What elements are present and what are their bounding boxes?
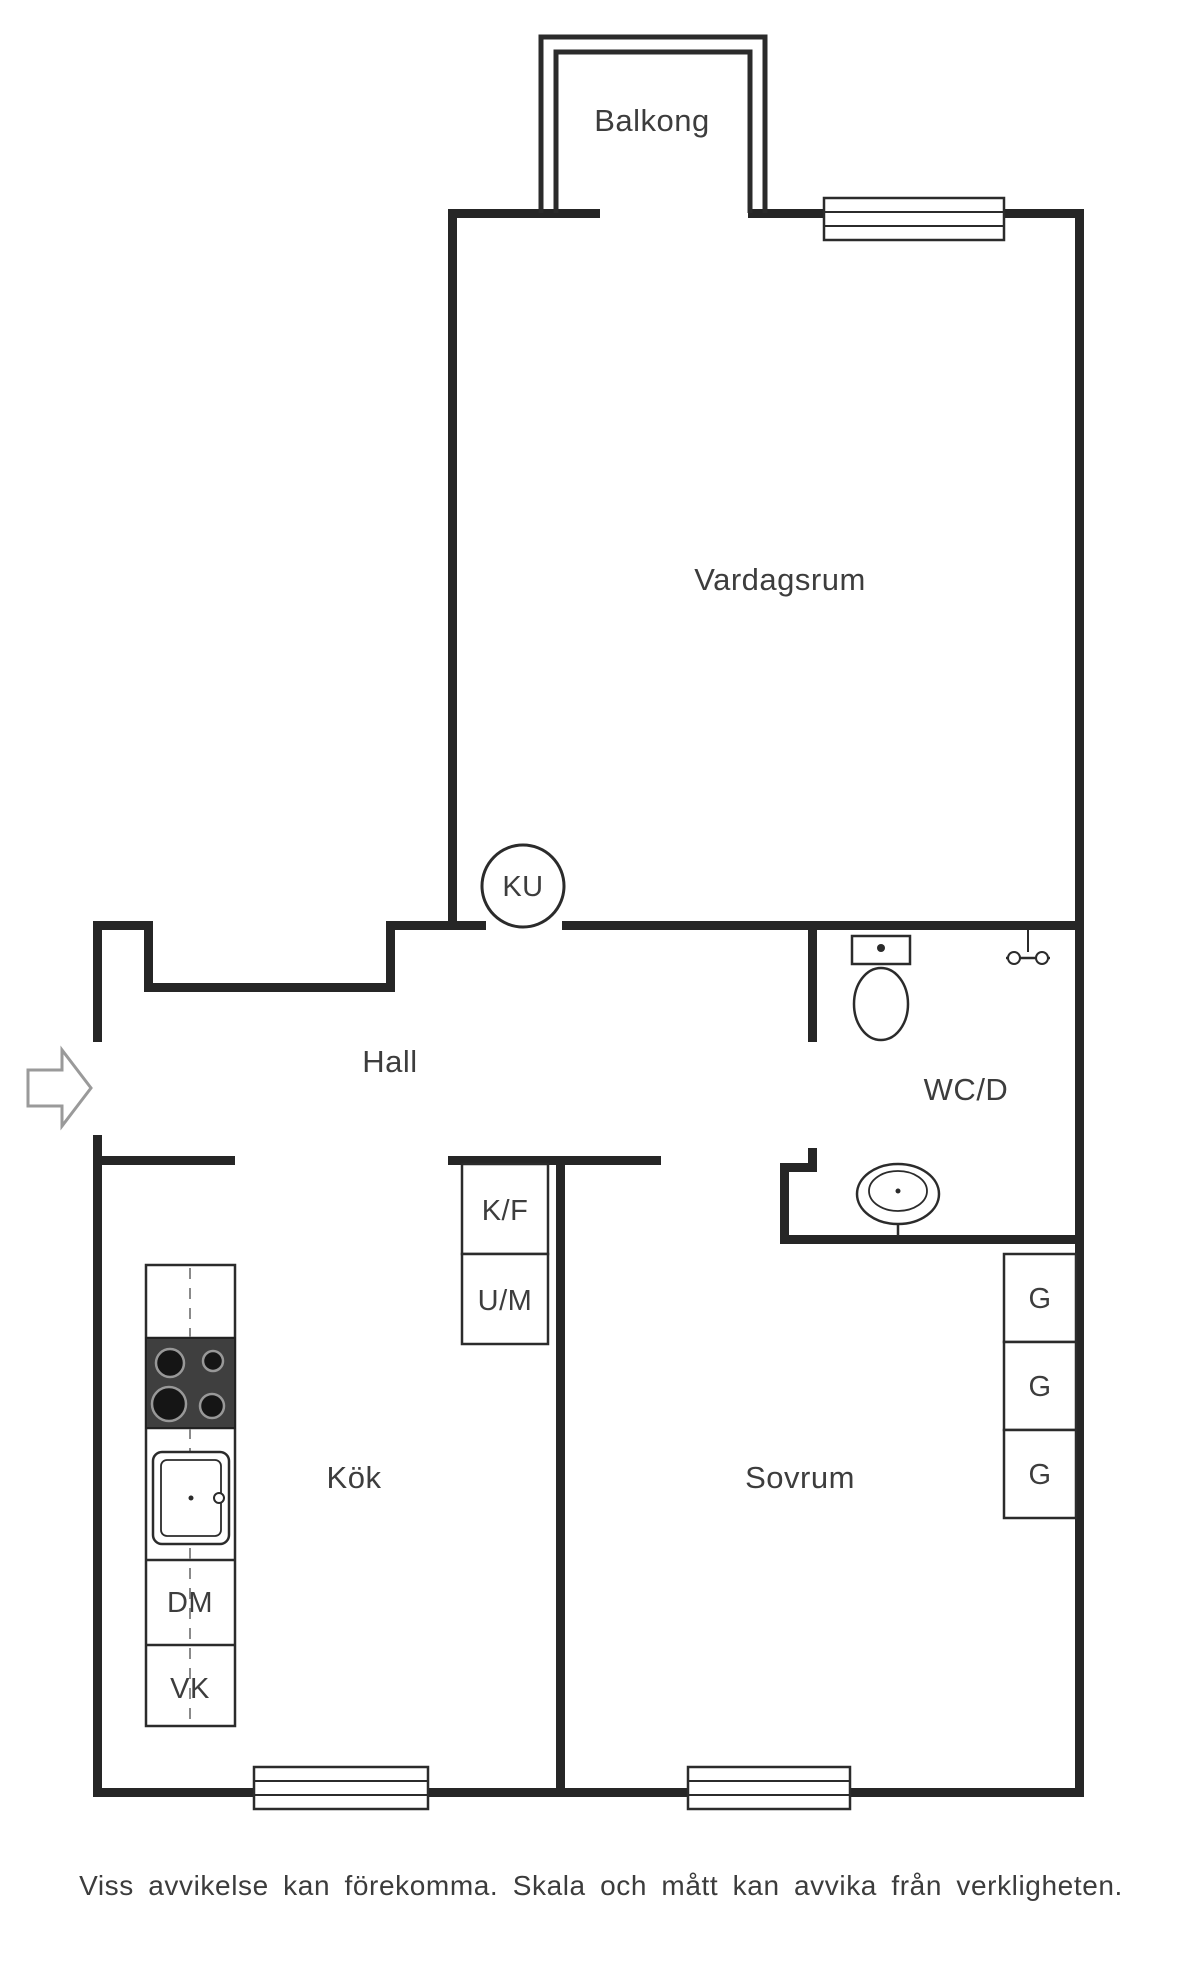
wall-hall-top-b [144,983,395,992]
disclaimer-text: Viss avvikelse kan förekomma. Skala och … [79,1870,1123,1901]
toilet [850,934,912,1042]
window-frame [686,1765,852,1811]
wall-hall-step-left [144,921,153,992]
tiled-stove-circle [480,843,566,929]
wall-left-lower [93,1135,102,1797]
mixer-knob-icon [1007,951,1021,965]
room-label-kok: Kök [327,1460,382,1495]
wardrobe-box [1002,1252,1078,1344]
room-label-sovrum: Sovrum [745,1460,855,1495]
balcony-inner-rail [553,49,753,213]
wall-right [1075,209,1084,1797]
wall-top-left [452,209,600,218]
tiled-stove [480,843,566,929]
burner-icon [150,1385,188,1423]
kitchen-sink [151,1450,231,1546]
balcony-railing [538,34,768,213]
burner-icon [201,1349,225,1373]
window-frame [822,196,1006,242]
wall-wcd-step-v [808,1148,817,1172]
room-label-hall: Hall [362,1044,417,1079]
wardrobe-label: G [1028,1459,1051,1491]
fixture-label-kf: K/F [482,1195,529,1227]
wall-hall-bottom-right [448,1156,661,1165]
room-label-vardagsrum: Vardagsrum [694,562,866,597]
room-labels: Balkong Vardagsrum Hall WC/D Kök Sovrum … [167,103,1051,1705]
wall-wcd-step-h [780,1163,817,1172]
windows [252,196,1006,1811]
balcony-outer-rail [538,34,768,213]
toilet-cistern [850,934,912,966]
burner-icon [198,1392,226,1420]
fixture-label-vk: VK [170,1673,210,1705]
wall-bottom [93,1788,1084,1797]
window-livingroom [822,196,1006,242]
toilet-flush-icon [877,944,885,952]
wc-basin [855,1162,941,1236]
mixer-fixture [1006,930,1050,965]
window-bedroom [686,1765,852,1811]
fixture-label-um: U/M [478,1285,533,1317]
wall-hall-bottom-left [93,1156,235,1165]
window-frame [252,1765,430,1811]
wall-hall-top-a [93,921,152,930]
wall-kitchen-bedroom-divider [556,1156,565,1797]
wall-wcd-left-lower [780,1163,789,1244]
room-label-wcd: WC/D [924,1072,1009,1107]
fixture-label-dm: DM [167,1587,213,1619]
wardrobe-label: G [1028,1371,1051,1403]
faucet-icon [213,1492,225,1504]
wall-wcd-bottom [780,1235,1084,1244]
wardrobe-box [1002,1428,1078,1520]
walls [93,209,1084,1797]
toilet-bowl [852,966,910,1042]
entrance-arrow-icon [26,1045,93,1131]
basin-drain-icon [895,1188,901,1194]
wall-wcd-left-jamb [808,930,817,1042]
wall-hall-step-right [386,921,395,992]
wall-livingroom-bottom-stub [448,921,486,930]
mixer-knob-icon [1035,951,1049,965]
drain-icon [188,1495,194,1501]
casework [144,1162,1078,1728]
burner-icon [154,1347,186,1379]
wardrobe-label: G [1028,1283,1051,1315]
wall-hall-top-c [386,921,457,930]
wall-livingroom-bottom [562,921,1084,930]
stove [145,1337,236,1429]
wall-left-upper [93,921,102,1042]
cabinet-um [460,1252,550,1346]
window-kitchen [252,1765,430,1811]
wardrobe-box [1002,1340,1078,1432]
wall-livingroom-left [448,209,457,930]
fixture-label-ku: KU [502,871,543,903]
room-label-balkong: Balkong [594,103,710,138]
cabinet-kf [460,1162,550,1256]
